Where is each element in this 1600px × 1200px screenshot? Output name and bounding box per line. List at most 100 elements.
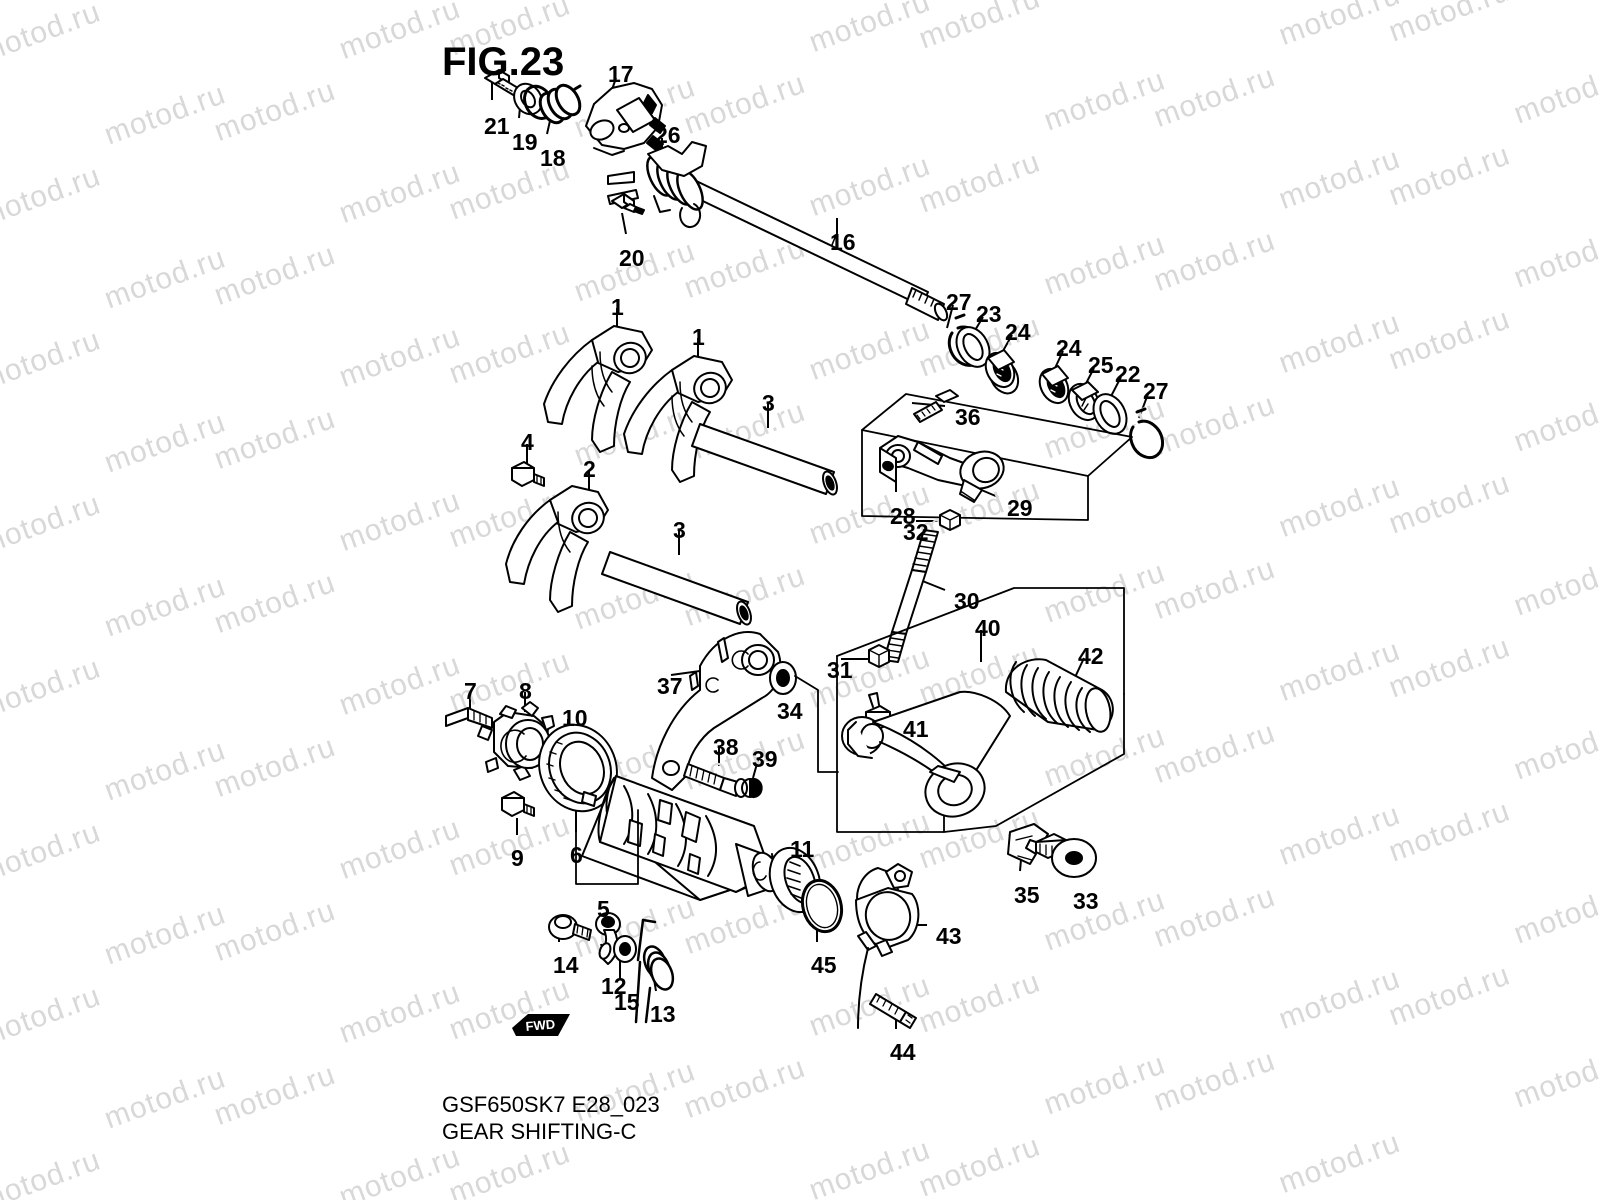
figure-model-code: GSF650SK7 E28_023 xyxy=(442,1092,660,1117)
part-3a-fork-shaft xyxy=(691,423,838,496)
part-37-shift-cam-plate xyxy=(651,631,782,791)
callout-37-shift-cam-driven-plate: 37 xyxy=(657,673,683,699)
part-40-gearshift-lever xyxy=(841,690,1011,818)
svg-text:FWD: FWD xyxy=(525,1016,556,1034)
part-14-bolt xyxy=(548,914,592,941)
part-42-rubber-grip xyxy=(1004,658,1114,733)
callout-24-bearing: 24 xyxy=(1005,319,1031,345)
callout-35-clamp: 35 xyxy=(1014,882,1040,908)
callout-39-pin: 39 xyxy=(752,746,778,772)
callout-5-gearshift-cam: 5 xyxy=(597,896,610,922)
callout-3-fork-shaft: 3 xyxy=(673,517,686,543)
callout-29-joint: 29 xyxy=(1007,495,1033,521)
callout-31-nut: 31 xyxy=(827,657,853,683)
part-35-clamp xyxy=(1007,823,1049,865)
part-44-screw xyxy=(869,993,917,1029)
callout-43-gear-position-switch: 43 xyxy=(936,923,962,949)
callout-22-washer: 22 xyxy=(1115,361,1141,387)
callout-41-joint-lever: 41 xyxy=(903,716,929,742)
callout-27-circlip: 27 xyxy=(946,289,972,315)
part-8-shift-cam-stopper xyxy=(477,701,557,781)
callout-16-gearshift-shaft: 16 xyxy=(830,229,856,255)
callout-23-washer: 23 xyxy=(976,301,1002,327)
callout-27-circlip: 27 xyxy=(1143,378,1169,404)
callout-34-washer: 34 xyxy=(777,698,803,724)
part-34-washer xyxy=(769,661,797,695)
part-31-nut xyxy=(868,644,890,668)
part-15-washer xyxy=(613,935,637,963)
part-27b-circlip xyxy=(1129,407,1165,460)
callout-45-o-ring: 45 xyxy=(811,952,837,978)
callout-42-rubber-grip: 42 xyxy=(1078,643,1104,669)
callout-18-spring: 18 xyxy=(540,145,566,171)
part-3b-fork-shaft xyxy=(601,551,752,626)
part-26-shift-shaft-assembly xyxy=(607,141,949,322)
part-7-pin xyxy=(445,707,493,729)
part-30-gearshift-rod xyxy=(883,529,939,663)
callout-44-screw: 44 xyxy=(890,1039,916,1065)
callout-12-shift-cam-stopper-arm: 12 xyxy=(601,973,627,999)
part-25-oil-seal xyxy=(1067,381,1101,422)
part-17-shift-cam-guide xyxy=(585,82,666,156)
callout-24-bearing: 24 xyxy=(1056,335,1082,361)
part-23-washer xyxy=(955,326,991,368)
part-5-gearshift-cam xyxy=(581,775,785,901)
callout-33-bolt: 33 xyxy=(1073,888,1099,914)
part-36-bolt xyxy=(913,389,959,423)
figure-section-name: GEAR SHIFTING-C xyxy=(442,1119,637,1144)
part-33-bolt xyxy=(1035,833,1097,878)
callout-15-washer: 15 xyxy=(614,989,640,1015)
callout-2-gearshift-fork-no2: 2 xyxy=(583,456,596,482)
callout-11-needle-bearing: 11 xyxy=(790,836,815,862)
part-6-pin xyxy=(581,791,597,807)
part-12-stopper-arm xyxy=(595,912,621,965)
part-24a-bearing xyxy=(984,349,1020,395)
leader-bracket-34-31 xyxy=(794,675,839,773)
callout-38-bolt: 38 xyxy=(713,734,739,760)
callout-28-gearshift-arm-assy: 28 xyxy=(890,503,916,529)
leader-bracket-5 xyxy=(575,809,639,885)
callout-4-screw: 4 xyxy=(521,429,534,455)
callout-21-bolt: 21 xyxy=(484,113,510,139)
callout-13-return-spring: 13 xyxy=(650,1001,676,1027)
part-29-joint xyxy=(959,450,1005,503)
part-43-gear-position-switch xyxy=(855,863,920,1029)
callout-7-pin: 7 xyxy=(464,678,477,704)
part-45-o-ring xyxy=(800,878,844,934)
callout-10-bearing: 10 xyxy=(562,705,588,731)
figure-title: FIG.23 xyxy=(442,40,565,84)
callout-14-bolt: 14 xyxy=(553,952,579,978)
callout-1-gearshift-fork-no1: 1 xyxy=(692,324,705,350)
callout-3-fork-shaft: 3 xyxy=(762,390,775,416)
part-18-spring xyxy=(523,83,582,125)
callout-9-screw: 9 xyxy=(511,845,524,871)
part-1a-gearshift-fork xyxy=(543,325,653,453)
callout-25-oil-seal: 25 xyxy=(1088,352,1114,378)
part-32-nut xyxy=(939,509,961,531)
part-24b-bearing xyxy=(1038,365,1070,405)
callout-17-shift-cam-stopper-arm: 17 xyxy=(608,61,634,87)
part-4-screw xyxy=(511,461,545,487)
callout-32-nut: 32 xyxy=(903,519,929,545)
callout-40-gearshift-lever-assy: 40 xyxy=(975,615,1001,641)
callout-1-gearshift-fork-no1: 1 xyxy=(611,294,624,320)
assembly-bracket-28 xyxy=(861,393,1133,521)
fwd-direction-marker: FWD xyxy=(510,1012,572,1038)
part-9-screw xyxy=(501,791,535,817)
part-1b-gearshift-fork xyxy=(623,355,733,483)
callout-26-shift-shaft-spring-guide: 26 xyxy=(655,122,681,148)
callout-30-gearshift-rod: 30 xyxy=(954,588,980,614)
part-20-pin xyxy=(611,193,645,215)
callout-20-pin: 20 xyxy=(619,245,645,271)
callout-6-pin: 6 xyxy=(570,842,583,868)
part-13-return-spring xyxy=(634,918,675,1024)
part-2-gearshift-fork xyxy=(505,485,609,613)
part-38-bolt xyxy=(683,763,748,798)
callout-8-shift-cam-stopper: 8 xyxy=(519,678,532,704)
callout-36-bolt: 36 xyxy=(955,404,981,430)
callout-19-washer: 19 xyxy=(512,129,538,155)
part-22-washer xyxy=(1092,393,1128,435)
part-39-pin xyxy=(741,778,763,798)
